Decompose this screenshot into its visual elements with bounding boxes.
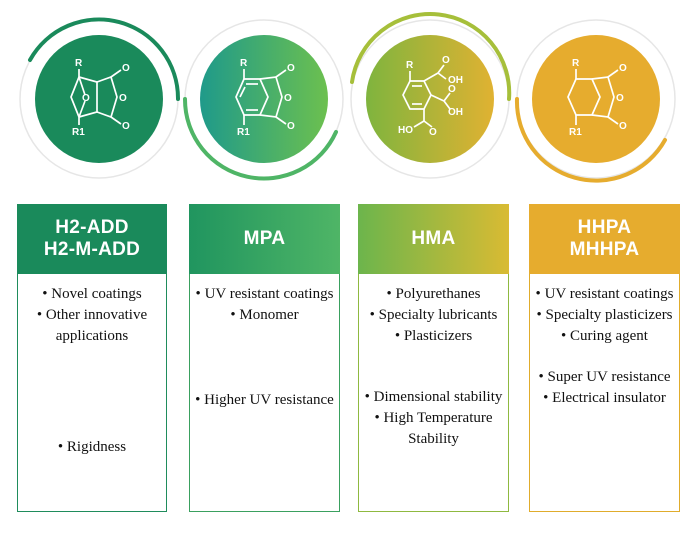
list-item: UV resistant coatings [530, 284, 679, 305]
carbonyl-o-top: O [287, 63, 295, 74]
tricarboxylic-acid-structure: R O OH O OH O HO [398, 55, 463, 138]
card-body: Novel coatings Other innovative applicat… [18, 274, 166, 458]
list-item: Dimensional stability [359, 387, 508, 408]
card-body: UV resistant coatings Specialty plastici… [530, 274, 679, 409]
card-header: MPA [189, 204, 340, 274]
carbonyl-o-bottom: O [287, 121, 295, 132]
phthalic-anhydride-structure: R R1 O O O [235, 58, 295, 138]
card-title-line-1: MPA [243, 228, 286, 249]
r1-label: R1 [72, 127, 85, 138]
properties-list: Higher UV resistance [190, 390, 339, 411]
list-item: Specialty plasticizers [530, 305, 679, 326]
connector-rings [19, 12, 676, 183]
list-item: Curing agent [530, 326, 679, 347]
card-title-line-1: H2-ADD [55, 217, 129, 238]
r-label: R [240, 58, 248, 69]
applications-list: Polyurethanes Specialty lubricants Plast… [359, 284, 508, 347]
list-item: Electrical insulator [530, 388, 679, 409]
applications-list: UV resistant coatings Monomer [190, 284, 339, 326]
product-card-hma: HMA Polyurethanes Specialty lubricants P… [358, 204, 509, 512]
card-title-line-1: HMA [411, 228, 456, 249]
ring-o-label: O [119, 93, 127, 104]
ring-o-label: O [284, 93, 292, 104]
card-title-line-1: HHPA [577, 217, 632, 238]
molecule-circle-3: R O OH O OH O HO [366, 35, 494, 163]
oh-label-1: OH [448, 75, 463, 86]
list-item: High Temperature Stability [359, 408, 508, 450]
list-item: Higher UV resistance [190, 390, 339, 411]
carbonyl-o-top: O [619, 63, 627, 74]
carbonyl-o-1: O [442, 55, 450, 66]
card-header: HMA [358, 204, 509, 274]
oh-label-2: OH [448, 107, 463, 118]
carbonyl-o-bottom: O [122, 121, 130, 132]
ho-label: HO [398, 125, 413, 136]
product-card-hhpa: HHPA MHHPA UV resistant coatings Special… [529, 204, 680, 512]
list-item: Super UV resistance [530, 367, 679, 388]
r-label: R [75, 58, 83, 69]
r-label: R [572, 58, 580, 69]
product-card-mpa: MPA UV resistant coatings Monomer Higher… [189, 204, 340, 512]
molecule-circle-4: R R1 O O O [532, 35, 660, 163]
list-item: Novel coatings [18, 284, 166, 305]
list-item: Polyurethanes [359, 284, 508, 305]
card-body: Polyurethanes Specialty lubricants Plast… [359, 274, 508, 450]
card-title-line-2: MHHPA [569, 239, 640, 260]
r-label: R [406, 60, 414, 71]
properties-list: Rigidness [18, 437, 166, 458]
list-item: Plasticizers [359, 326, 508, 347]
card-header: HHPA MHHPA [529, 204, 680, 274]
bridge-o-label: O [82, 93, 90, 104]
molecule-circle-2: R R1 O O O [200, 35, 328, 163]
carbonyl-o-top: O [122, 63, 130, 74]
list-item: UV resistant coatings [190, 284, 339, 305]
list-item: Monomer [190, 305, 339, 326]
carbonyl-o-3: O [429, 127, 437, 138]
applications-list: Novel coatings Other innovative applicat… [18, 284, 166, 347]
product-card-h2-add: H2-ADD H2-M-ADD Novel coatings Other inn… [17, 204, 167, 512]
molecule-circle-1: R R1 O O O O [35, 35, 163, 163]
properties-list: Dimensional stability High Temperature S… [359, 387, 508, 450]
r1-label: R1 [569, 127, 582, 138]
carbonyl-o-2: O [448, 84, 456, 95]
list-item: Other innovative applications [18, 305, 166, 347]
hexahydrophthalic-anhydride-structure: R R1 O O O [567, 58, 627, 138]
list-item: Rigidness [18, 437, 166, 458]
ring-o-label: O [616, 93, 624, 104]
card-body: UV resistant coatings Monomer Higher UV … [190, 274, 339, 411]
properties-list: Super UV resistance Electrical insulator [530, 367, 679, 409]
card-title-line-2: H2-M-ADD [43, 239, 141, 260]
r1-label: R1 [237, 127, 250, 138]
applications-list: UV resistant coatings Specialty plastici… [530, 284, 679, 347]
list-item: Specialty lubricants [359, 305, 508, 326]
carbonyl-o-bottom: O [619, 121, 627, 132]
card-header: H2-ADD H2-M-ADD [17, 204, 167, 274]
norbornane-anhydride-structure: R R1 O O O O [70, 58, 130, 138]
